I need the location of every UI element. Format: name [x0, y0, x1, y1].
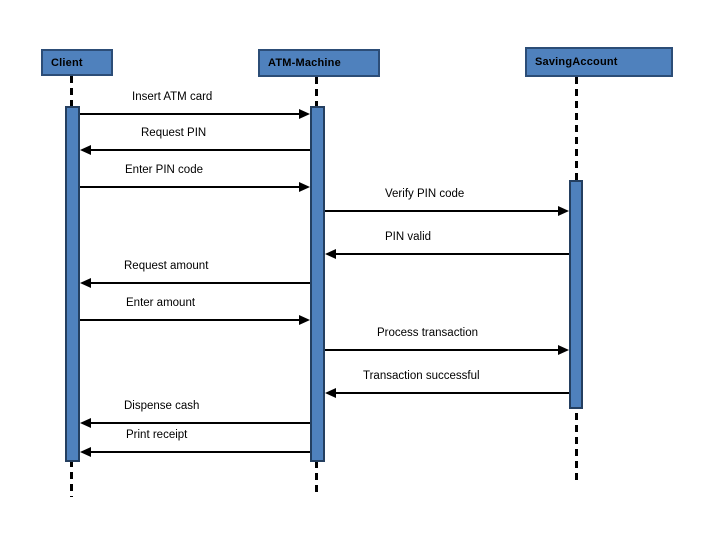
participant-box-client: Client — [41, 49, 113, 76]
message-line-4 — [334, 253, 569, 255]
arrowhead-right-icon — [558, 206, 569, 216]
message-line-9 — [89, 422, 310, 424]
arrowhead-left-icon — [80, 145, 91, 155]
message-label-5: Request amount — [124, 260, 209, 272]
message-line-1 — [89, 149, 310, 151]
message-label-10: Print receipt — [126, 429, 188, 441]
arrowhead-left-icon — [325, 249, 336, 259]
message-label-9: Dispense cash — [124, 400, 200, 412]
arrowhead-left-icon — [325, 388, 336, 398]
message-label-3: Verify PIN code — [385, 188, 465, 200]
message-label-2: Enter PIN code — [125, 164, 203, 176]
message-line-10 — [89, 451, 310, 453]
arrowhead-right-icon — [299, 182, 310, 192]
activation-bar-saving-account — [569, 180, 583, 409]
message-label-7: Process transaction — [377, 327, 478, 339]
message-label-6: Enter amount — [126, 297, 196, 309]
arrowhead-left-icon — [80, 278, 91, 288]
participant-box-atm-machine: ATM-Machine — [258, 49, 380, 77]
message-label-0: Insert ATM card — [132, 91, 213, 103]
activation-bar-client — [65, 106, 80, 462]
arrowhead-right-icon — [299, 315, 310, 325]
arrowhead-left-icon — [80, 418, 91, 428]
activation-bar-atm-machine — [310, 106, 325, 462]
arrowhead-right-icon — [558, 345, 569, 355]
message-label-8: Transaction successful — [363, 370, 480, 382]
message-line-7 — [325, 349, 560, 351]
message-line-6 — [80, 319, 301, 321]
message-label-1: Request PIN — [141, 127, 207, 139]
message-line-8 — [334, 392, 569, 394]
message-label-4: PIN valid — [385, 231, 432, 243]
message-line-3 — [325, 210, 560, 212]
message-line-2 — [80, 186, 301, 188]
arrowhead-left-icon — [80, 447, 91, 457]
participant-box-saving-account: SavingAccount — [525, 47, 673, 77]
arrowhead-right-icon — [299, 109, 310, 119]
message-line-0 — [80, 113, 301, 115]
message-line-5 — [89, 282, 310, 284]
